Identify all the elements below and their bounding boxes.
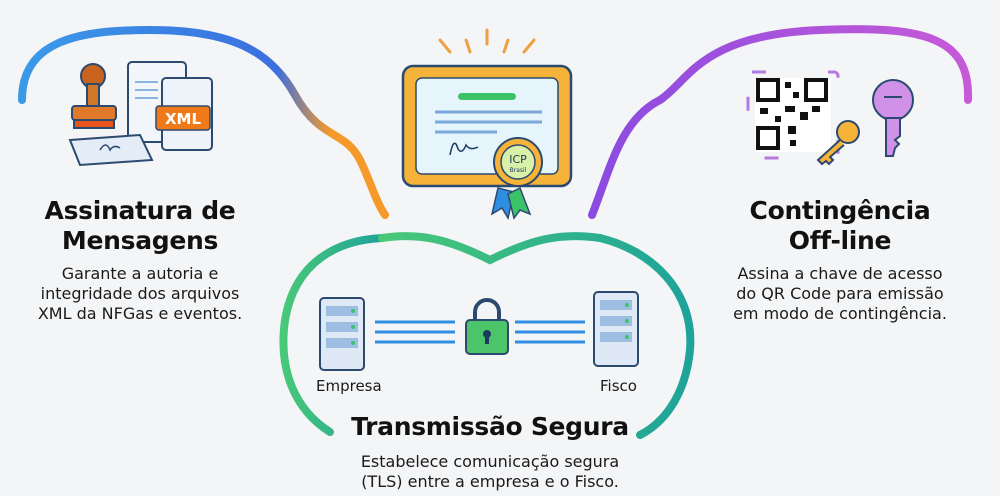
fisco-label: Fisco: [600, 377, 637, 395]
left-title-line: Assinatura de: [44, 196, 236, 225]
right-title-line: Contingência: [749, 196, 931, 225]
left-desc-line: integridade dos arquivos: [40, 284, 240, 303]
right-desc-line: do QR Code para emissão: [736, 284, 944, 303]
empresa-server-icon: [319, 297, 365, 371]
left-title-line: Mensagens: [61, 226, 219, 255]
lock-icon: [465, 298, 509, 355]
right-arc-curve: [588, 25, 973, 219]
right-title-line: Off-line: [788, 226, 892, 255]
left-section-title: Assinatura de Mensagens: [20, 196, 260, 256]
qr-code-key-icon: [746, 70, 914, 166]
svg-text:Brasil: Brasil: [510, 167, 527, 174]
right-section-title: Contingência Off-line: [720, 196, 960, 256]
certificate-icon: ICP Brasil: [401, 28, 573, 220]
bottom-section-title: Transmissão Segura: [351, 412, 629, 441]
right-desc-line: em modo de contingência.: [733, 304, 947, 323]
left-section-description: Garante a autoria e integridade dos arqu…: [20, 264, 260, 324]
bottom-arc-curve: [279, 232, 695, 439]
svg-text:XML: XML: [165, 110, 201, 128]
bottom-desc-line: (TLS) entre a empresa e o Fisco.: [361, 472, 619, 491]
bottom-desc-line: Estabelece comunicação segura: [360, 452, 620, 471]
fisco-server-icon: [593, 291, 639, 367]
left-desc-line: Garante a autoria e: [61, 264, 219, 283]
left-desc-line: XML da NFGas e eventos.: [37, 304, 243, 323]
empresa-label: Empresa: [316, 377, 382, 395]
connection-lines: [375, 320, 585, 344]
left-arc-curve: [18, 25, 389, 219]
right-section-description: Assina a chave de acesso do QR Code para…: [720, 264, 960, 324]
bottom-section-description: Estabelece comunicação segura (TLS) entr…: [320, 452, 660, 492]
right-desc-line: Assina a chave de acesso: [737, 264, 943, 283]
svg-text:ICP: ICP: [509, 153, 527, 166]
stamp-xml-icon: XML: [68, 61, 213, 167]
